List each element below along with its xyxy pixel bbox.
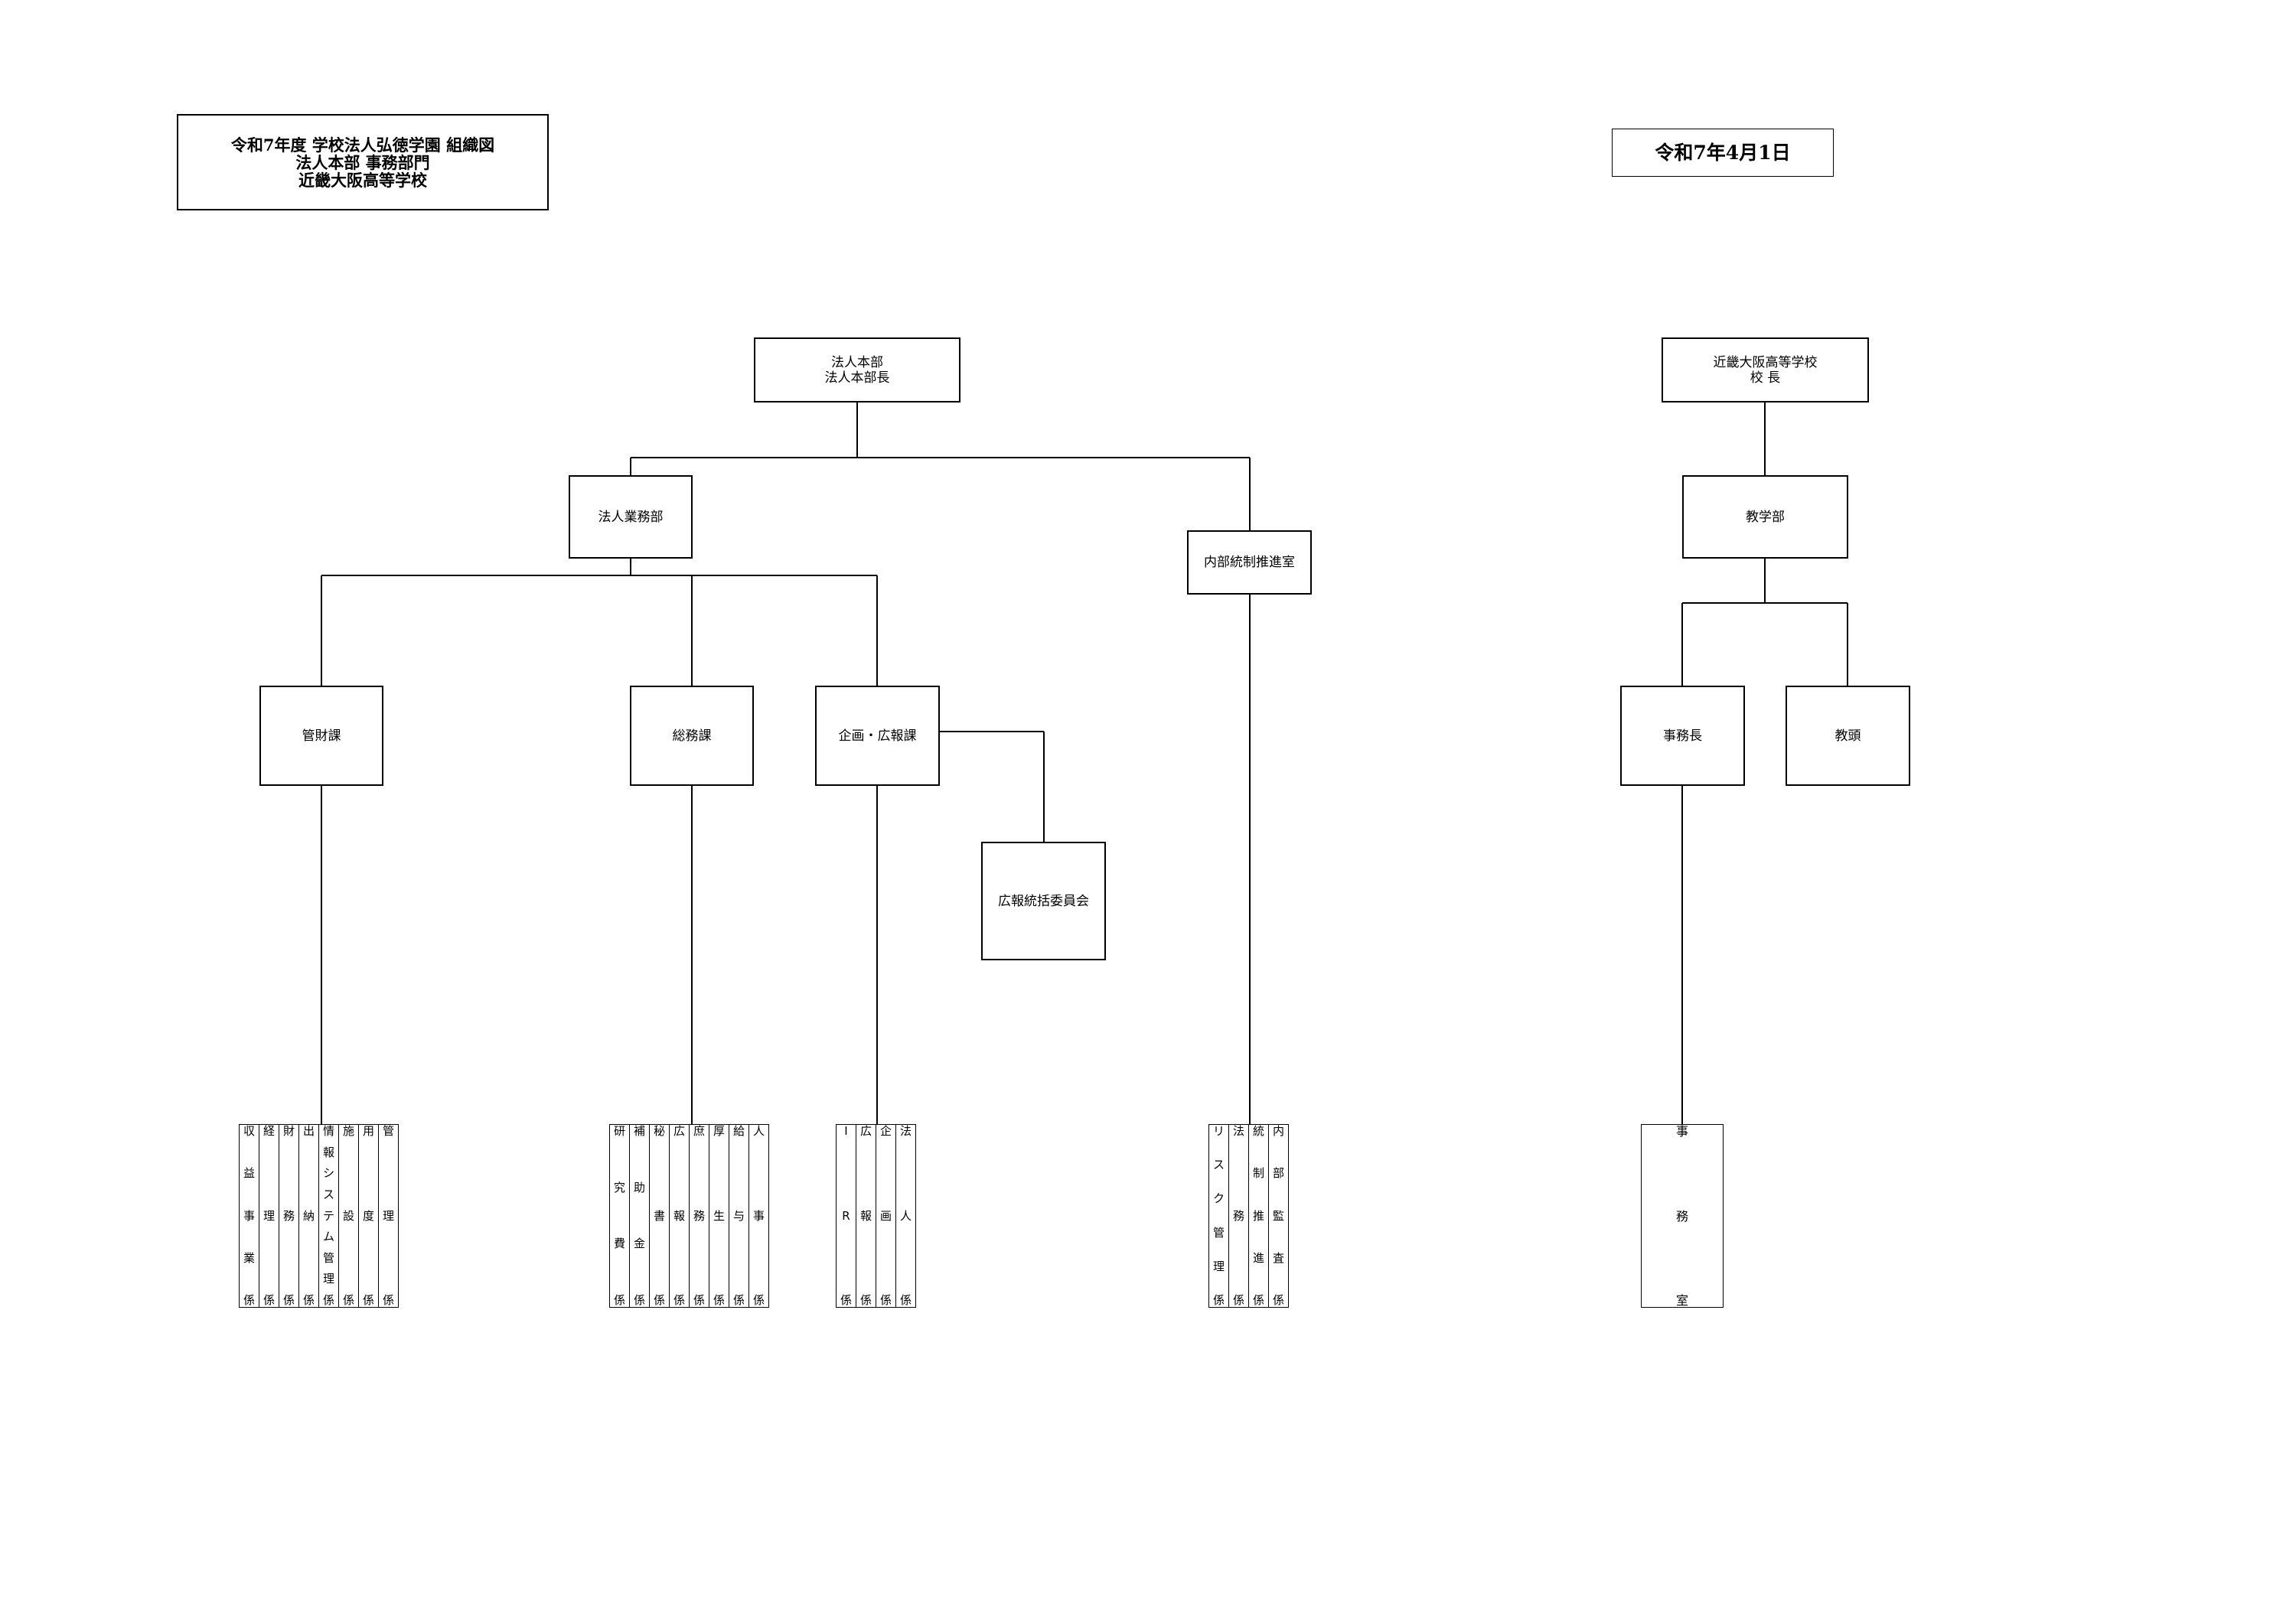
unit-column: 人事係 <box>748 1124 769 1308</box>
kyogaku-label: 教学部 <box>1746 509 1785 525</box>
units-somu: 研究費係補助金係秘書係広報係庶務係厚生係給与係人事係 <box>609 1124 769 1308</box>
hq-head: 法人本部長 <box>824 370 890 386</box>
unit-column: 出納係 <box>298 1124 319 1308</box>
unit-column: 情報システム管理係 <box>318 1124 339 1308</box>
unit-column: 財務係 <box>279 1124 299 1308</box>
unit-column: 庶務係 <box>689 1124 709 1308</box>
title-line-2: 法人本部 事務部門 <box>295 152 430 172</box>
title-line-3: 近畿大阪高等学校 <box>298 170 427 190</box>
box-kohoiin: 広報統括委員会 <box>981 842 1106 960</box>
units-naibu: リスク管理係法務係統制推進係内部監査係 <box>1208 1124 1289 1308</box>
box-kyoto: 教頭 <box>1786 686 1910 786</box>
date-box: 令和7年4月1日 <box>1612 129 1834 177</box>
unit-column: 秘書係 <box>649 1124 670 1308</box>
units-jimu: 事務室 <box>1641 1124 1724 1308</box>
box-hq: 法人本部 法人本部長 <box>754 337 960 402</box>
gyomu-label: 法人業務部 <box>598 509 664 525</box>
unit-column: 補助金係 <box>629 1124 650 1308</box>
box-kikaku: 企画・広報課 <box>815 686 940 786</box>
hq-name: 法人本部 <box>831 354 883 370</box>
unit-column: 内部監査係 <box>1268 1124 1289 1308</box>
jimucho-label: 事務長 <box>1663 728 1702 744</box>
units-kanzai: 収益事業係経理係財務係出納係情報システム管理係施設係用度係管理係 <box>239 1124 399 1308</box>
unit-column: 研究費係 <box>609 1124 630 1308</box>
unit-column: 給与係 <box>729 1124 749 1308</box>
unit-column: 広報係 <box>669 1124 690 1308</box>
unit-column: 法務係 <box>1228 1124 1249 1308</box>
kohoiin-label: 広報統括委員会 <box>998 893 1089 909</box>
naibu-label: 内部統制推進室 <box>1204 555 1295 570</box>
box-kanzai: 管財課 <box>259 686 383 786</box>
kikaku-label: 企画・広報課 <box>838 728 917 744</box>
unit-column: リスク管理係 <box>1208 1124 1229 1308</box>
box-naibu: 内部統制推進室 <box>1187 530 1312 595</box>
unit-column: 企画係 <box>876 1124 896 1308</box>
date-text: 令和7年4月1日 <box>1655 141 1791 164</box>
box-school-head: 近畿大阪高等学校 校 長 <box>1662 337 1869 402</box>
school-principal: 校 長 <box>1750 370 1781 386</box>
unit-column: 収益事業係 <box>239 1124 259 1308</box>
box-kyogaku: 教学部 <box>1682 475 1848 559</box>
unit-column: 厚生係 <box>709 1124 729 1308</box>
unit-column: 広報係 <box>856 1124 876 1308</box>
box-somu: 総務課 <box>630 686 754 786</box>
unit-column: 施設係 <box>338 1124 359 1308</box>
chart-title-box: 令和7年度 学校法人弘徳学園 組織図 法人本部 事務部門 近畿大阪高等学校 <box>177 114 549 210</box>
title-line-1: 令和7年度 学校法人弘徳学園 組織図 <box>230 135 495 155</box>
unit-column: 用度係 <box>358 1124 379 1308</box>
unit-jimushitsu: 事務室 <box>1641 1124 1724 1308</box>
box-jimucho: 事務長 <box>1620 686 1745 786</box>
unit-column: 統制推進係 <box>1248 1124 1269 1308</box>
unit-column: 管理係 <box>378 1124 399 1308</box>
kyoto-label: 教頭 <box>1835 728 1861 744</box>
unit-column: 法人係 <box>895 1124 916 1308</box>
unit-column: 経理係 <box>259 1124 279 1308</box>
somu-label: 総務課 <box>672 728 712 744</box>
box-gyomu: 法人業務部 <box>569 475 693 559</box>
kanzai-label: 管財課 <box>302 728 341 744</box>
school-name: 近畿大阪高等学校 <box>1713 354 1818 370</box>
